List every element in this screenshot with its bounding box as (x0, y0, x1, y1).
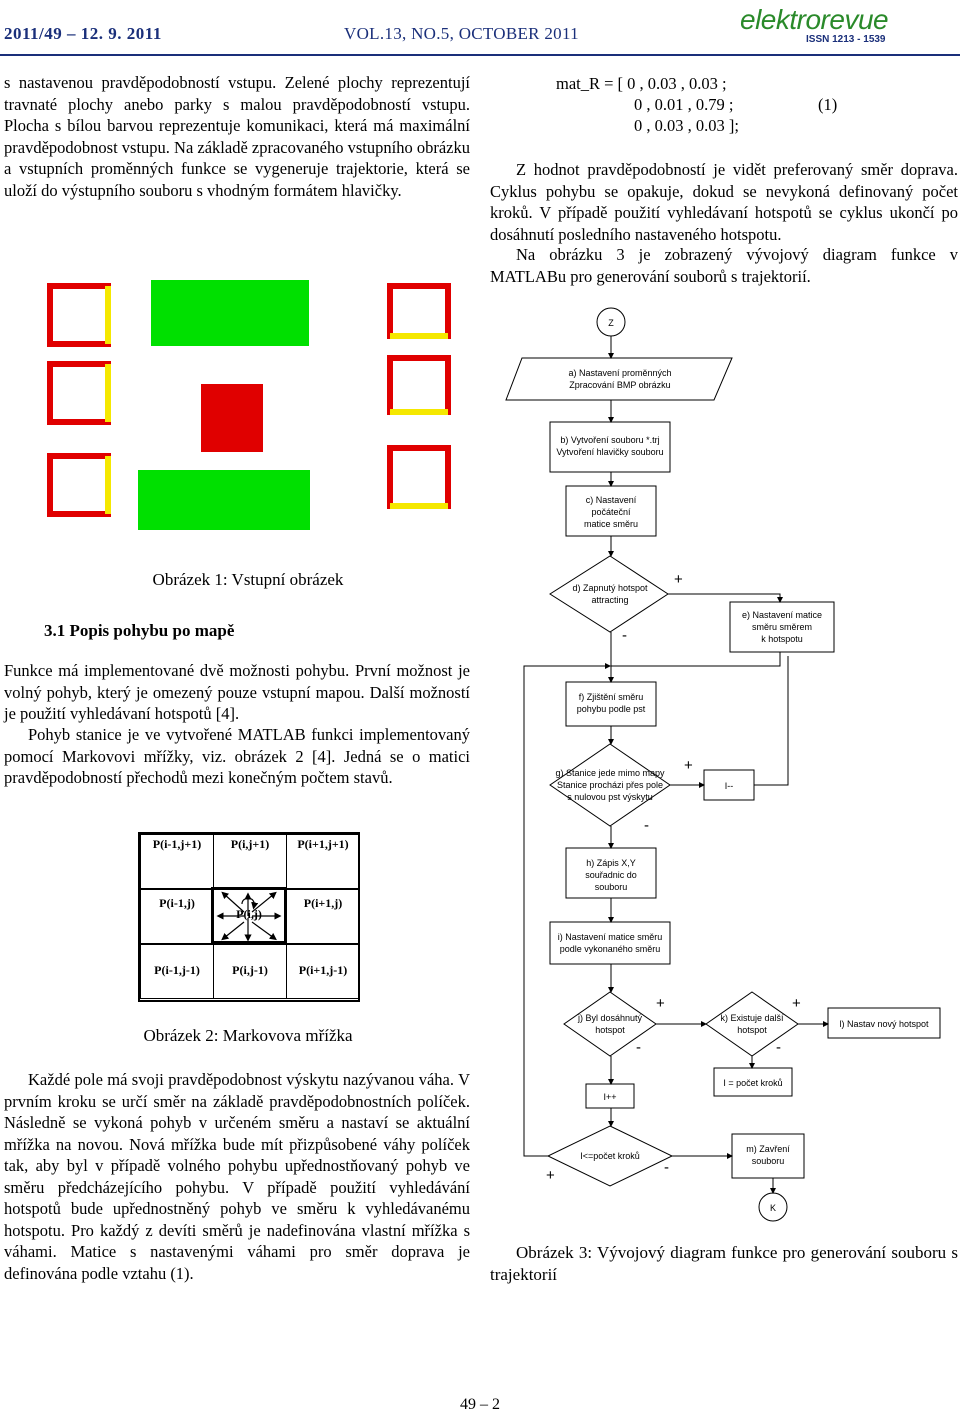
svg-text:-: - (644, 817, 649, 834)
svg-text:-: - (622, 627, 627, 644)
equation-line-2: 0 , 0.01 , 0.79 ; (634, 95, 734, 114)
svg-text:I = počet kroků: I = počet kroků (723, 1078, 782, 1088)
svg-text:-: - (776, 1039, 781, 1056)
issn-label: ISSN 1213 - 1539 (806, 34, 886, 45)
section-paragraph-1: Funkce má implementované dvě možnosti po… (4, 661, 470, 723)
grid-cell-e: P(i+1,j) (286, 889, 360, 944)
svg-text:s nulovou pst výskytu: s nulovou pst výskytu (567, 792, 653, 802)
intro-paragraph: s nastavenou pravděpodobností vstupu. Ze… (4, 73, 470, 200)
flow-end-label: K (770, 1203, 776, 1213)
svg-text:-: - (636, 1039, 641, 1056)
park-green-top (151, 280, 309, 346)
svg-text:m) Zavření: m) Zavření (746, 1144, 790, 1154)
equation-line-3: 0 , 0.03 , 0.03 ]; (634, 116, 739, 135)
svg-text:g) Stanice jede mimo mapy: g) Stanice jede mimo mapy (555, 768, 665, 778)
svg-text:I++: I++ (603, 1092, 616, 1102)
section-paragraph-2: Pohyb stanice je ve vytvořené MATLAB fun… (4, 725, 470, 787)
svg-text:počáteční: počáteční (591, 507, 631, 517)
right-paragraph-2: Na obrázku 3 je zobrazený vývojový diagr… (490, 245, 958, 286)
issue-date: 2011/49 – 12. 9. 2011 (4, 24, 162, 43)
flow-node-g (549, 743, 671, 827)
svg-text:e) Nastavení matice: e) Nastavení matice (742, 610, 822, 620)
figure3-caption: Obrázek 3: Vývojový diagram funkce pro g… (490, 1243, 958, 1284)
frame-left-1 (47, 283, 111, 347)
svg-text:souřadnic do: souřadnic do (585, 870, 637, 880)
grid-cell-se: P(i+1,j-1) (286, 944, 360, 999)
svg-text:I<=počet kroků: I<=počet kroků (580, 1151, 640, 1161)
svg-text:souboru: souboru (595, 882, 628, 892)
svg-text:+: + (684, 757, 693, 774)
svg-text:směru směrem: směru směrem (752, 622, 812, 632)
svg-text:c) Nastavení: c) Nastavení (586, 495, 637, 505)
frame-right-2 (387, 355, 451, 415)
svg-text:b) Vytvoření souboru *.trj: b) Vytvoření souboru *.trj (560, 435, 659, 445)
svg-text:a) Nastavení proměnných: a) Nastavení proměnných (568, 368, 671, 378)
svg-text:pohybu podle pst: pohybu podle pst (577, 704, 646, 714)
svg-text:j) Byl dosáhnutý: j) Byl dosáhnutý (577, 1013, 643, 1023)
volume-info: VOL.13, NO.5, OCTOBER 2011 (344, 24, 579, 43)
svg-text:+: + (792, 995, 801, 1012)
svg-text:f) Zjištění směru: f) Zjištění směru (579, 692, 644, 702)
flow-start-label: Z (608, 318, 614, 328)
svg-text:souboru: souboru (752, 1156, 785, 1166)
park-green-bottom (138, 470, 310, 530)
grid-arrows (216, 891, 282, 942)
svg-text:Stanice procházi přes pole: Stanice procházi přes pole (557, 780, 663, 790)
input-image-figure (47, 280, 451, 530)
brand-name: elektrorevue (740, 4, 889, 35)
svg-text:matice směru: matice směru (584, 519, 638, 529)
svg-text:attracting: attracting (591, 595, 628, 605)
flowchart-figure: Z a) Nastavení proměnných Zpracování BMP… (505, 307, 941, 1222)
page-number: 49 – 2 (460, 1396, 500, 1413)
closing-paragraph: Každé pole má svoji pravděpodobnost výsk… (4, 1070, 470, 1283)
figure1-caption: Obrázek 1: Vstupní obrázek (152, 570, 344, 589)
svg-text:-: - (664, 1159, 669, 1176)
svg-text:+: + (546, 1167, 555, 1184)
flow-node-m-cond (546, 1125, 674, 1187)
svg-text:Vytvoření hlavičky souboru: Vytvoření hlavičky souboru (556, 447, 663, 457)
grid-cell-ne: P(i+1,j+1) (286, 834, 360, 889)
svg-text:i) Nastavení matice směru: i) Nastavení matice směru (558, 932, 663, 942)
brand-logo: elektrorevue ISSN 1213 - 1539 (740, 4, 958, 46)
frame-left-2 (47, 361, 111, 425)
svg-text:+: + (656, 995, 665, 1012)
svg-text:I--: I-- (725, 781, 734, 791)
svg-text:Zpracování BMP obrázku: Zpracování BMP obrázku (569, 380, 670, 390)
figure2-caption: Obrázek 2: Markovova mřížka (143, 1026, 353, 1045)
frame-right-3 (387, 445, 451, 509)
svg-text:h) Zápis X,Y: h) Zápis X,Y (586, 858, 636, 868)
block-red-center (201, 384, 263, 452)
flow-node-a (505, 357, 733, 401)
equation-line-1: mat_R = [ 0 , 0.03 , 0.03 ; (556, 74, 727, 93)
svg-text:hotspot: hotspot (737, 1025, 767, 1035)
flow-node-j (563, 991, 657, 1057)
flow-node-k (705, 991, 799, 1057)
svg-text:k hotspotu: k hotspotu (761, 634, 803, 644)
frame-left-3 (47, 453, 111, 517)
header-rule (0, 54, 960, 56)
svg-text:d) Zapnutý hotspot: d) Zapnutý hotspot (572, 583, 648, 593)
equation-number: (1) (818, 95, 838, 114)
right-paragraph-1: Z hodnot pravděpodobností je vidět prefe… (490, 160, 958, 244)
flow-node-d (549, 555, 669, 633)
svg-text:+: + (674, 571, 683, 588)
section-title: 3.1 Popis pohybu po mapě (44, 621, 235, 640)
svg-text:hotspot: hotspot (595, 1025, 625, 1035)
svg-text:l) Nastav nový hotspot: l) Nastav nový hotspot (839, 1019, 929, 1029)
svg-text:k) Existuje další: k) Existuje další (720, 1013, 784, 1023)
markov-grid: P(i-1,j+1) P(i,j+1) P(i+1,j+1) P(i-1,j) … (138, 832, 360, 1002)
flow-node-i (549, 921, 671, 965)
svg-text:podle vykonaného směru: podle vykonaného směru (560, 944, 661, 954)
frame-right-1 (387, 283, 451, 339)
